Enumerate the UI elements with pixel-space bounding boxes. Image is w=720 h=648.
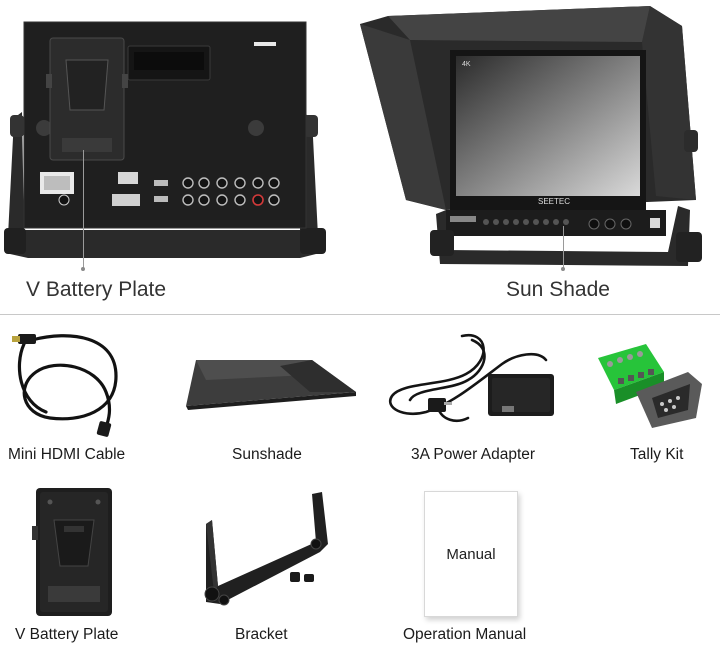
operation-manual-image: Manual [424,491,518,617]
power-adapter-image [382,330,564,432]
manual-cover-text: Manual [446,546,496,563]
mini-hdmi-cable-label: Mini HDMI Cable [8,446,126,463]
monitor-sunshade-photo: 4K SEETEC [350,0,720,280]
sunshade-label: Sunshade [232,446,302,463]
monitor-rear-photo [0,0,340,270]
monitor-4k-badge: 4K [462,61,471,68]
sunshade-leader-dot [561,267,565,271]
tally-kit-image [592,338,706,434]
v-battery-plate-label: V Battery Plate [15,626,119,643]
sunshade-image [180,356,360,414]
operation-manual-label: Operation Manual [403,626,527,643]
monitor-brand-text: SEETEC [538,197,570,206]
battery-plate-leader-dot [81,267,85,271]
bracket-label: Bracket [235,626,288,643]
tally-kit-label: Tally Kit [630,446,684,463]
battery-plate-callout-label: V Battery Plate [26,278,167,301]
mini-hdmi-cable-image [10,326,130,438]
sunshade-leader-line [563,226,564,268]
sunshade-callout-label: Sun Shade [506,278,610,301]
power-adapter-label: 3A Power Adapter [411,446,536,463]
v-battery-plate-image [32,486,116,618]
bracket-image [198,490,334,614]
battery-plate-leader-line [83,150,84,268]
section-divider [0,314,720,315]
